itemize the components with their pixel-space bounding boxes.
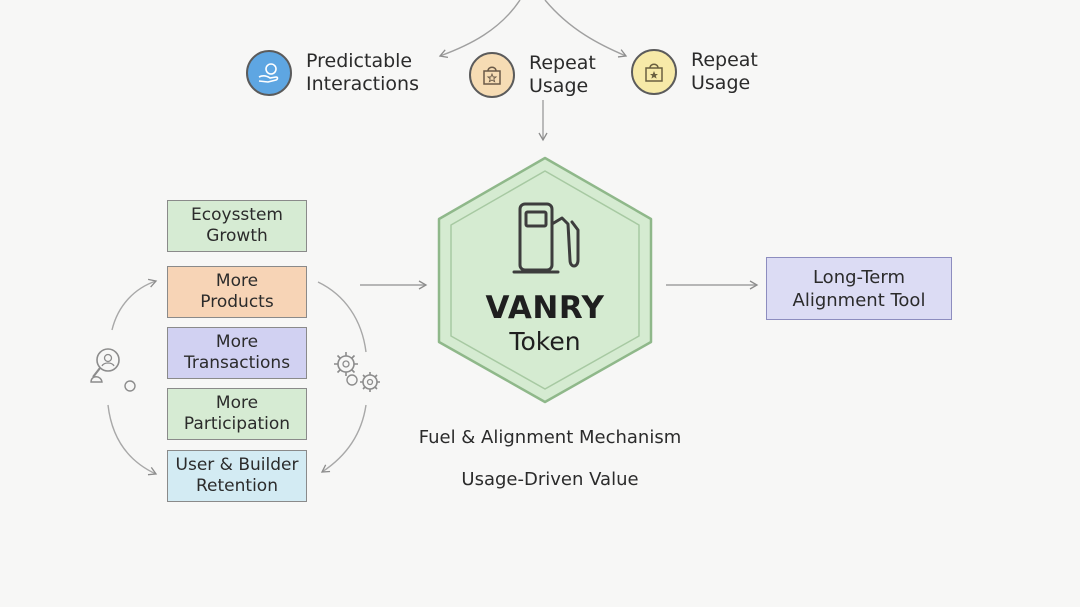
caption-usage-driven: Usage-Driven Value (461, 469, 639, 490)
stack-box-more-products: More Products (167, 266, 307, 318)
cycle-arc-left-upper (111, 278, 158, 331)
hand-coin-icon (246, 50, 292, 96)
repeat-usage-label-1: Repeat Usage (529, 52, 596, 97)
predictable-interactions-item: Predictable Interactions (246, 50, 419, 96)
vanry-token-hexagon (437, 156, 653, 404)
token-subtitle: Token (509, 327, 581, 356)
cycle-arc-right-upper (317, 281, 367, 353)
repeat-usage-label-2: Repeat Usage (691, 49, 758, 94)
repeat-usage-item-2: Repeat Usage (631, 49, 758, 95)
magnifier-person-icon (90, 348, 136, 392)
shopping-bag-star-icon (631, 49, 677, 95)
stack-box-more-transactions: More Transactions (167, 327, 307, 379)
long-term-alignment-box: Long-Term Alignment Tool (766, 257, 952, 320)
repeat-usage-item-1: Repeat Usage (469, 52, 596, 98)
arrow-to-repeat-usage (544, 0, 628, 58)
stack-box-ecosystem-growth: Ecoysstem Growth (167, 200, 307, 252)
shopping-bag-icon (469, 52, 515, 98)
gears-icon (334, 352, 380, 392)
cycle-arc-right-lower (320, 404, 367, 473)
arrow-to-predictable (438, 0, 521, 58)
stack-box-more-participation: More Participation (167, 388, 307, 440)
token-title: VANRY (485, 290, 605, 326)
cycle-arc-left-lower (107, 404, 158, 476)
caption-fuel-alignment: Fuel & Alignment Mechanism (418, 427, 682, 448)
fuel-pump-icon (512, 202, 580, 274)
stack-box-user-builder-retention: User & Builder Retention (167, 450, 307, 502)
predictable-interactions-label: Predictable Interactions (306, 50, 419, 95)
